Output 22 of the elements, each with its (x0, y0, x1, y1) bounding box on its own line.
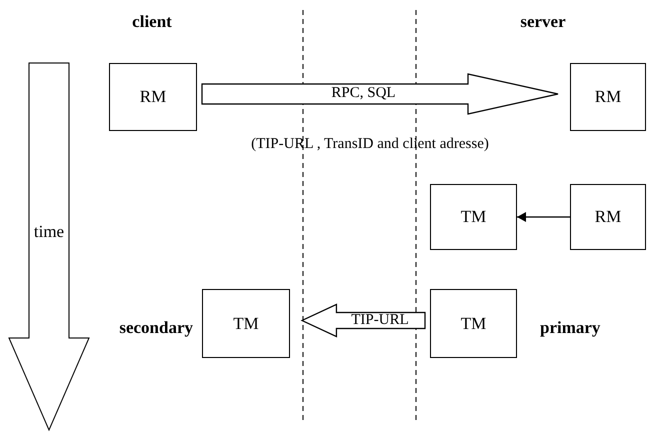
role-label: secondary (119, 318, 193, 338)
arrow (517, 212, 570, 222)
process-box (430, 289, 517, 358)
box-label: TM (233, 314, 259, 334)
column-heading: client (132, 12, 172, 32)
edge-label: RPC, SQL (331, 85, 396, 101)
process-box (202, 289, 290, 358)
box-label: TM (460, 207, 486, 227)
block-arrow (201, 73, 559, 115)
box-label: RM (140, 87, 166, 107)
note-text: (TIP-URL , TransID and client adresse) (251, 136, 489, 153)
process-box (430, 184, 517, 250)
process-box (570, 184, 646, 250)
box-label: RM (594, 87, 622, 107)
box-label: TM (460, 314, 486, 334)
column-heading: server (520, 12, 566, 32)
box-label: RM (594, 207, 622, 227)
role-label: primary (540, 318, 600, 338)
process-box (570, 63, 646, 131)
process-box (109, 63, 197, 131)
block-arrow (300, 304, 426, 338)
edge-label: TIP-URL (351, 312, 409, 328)
